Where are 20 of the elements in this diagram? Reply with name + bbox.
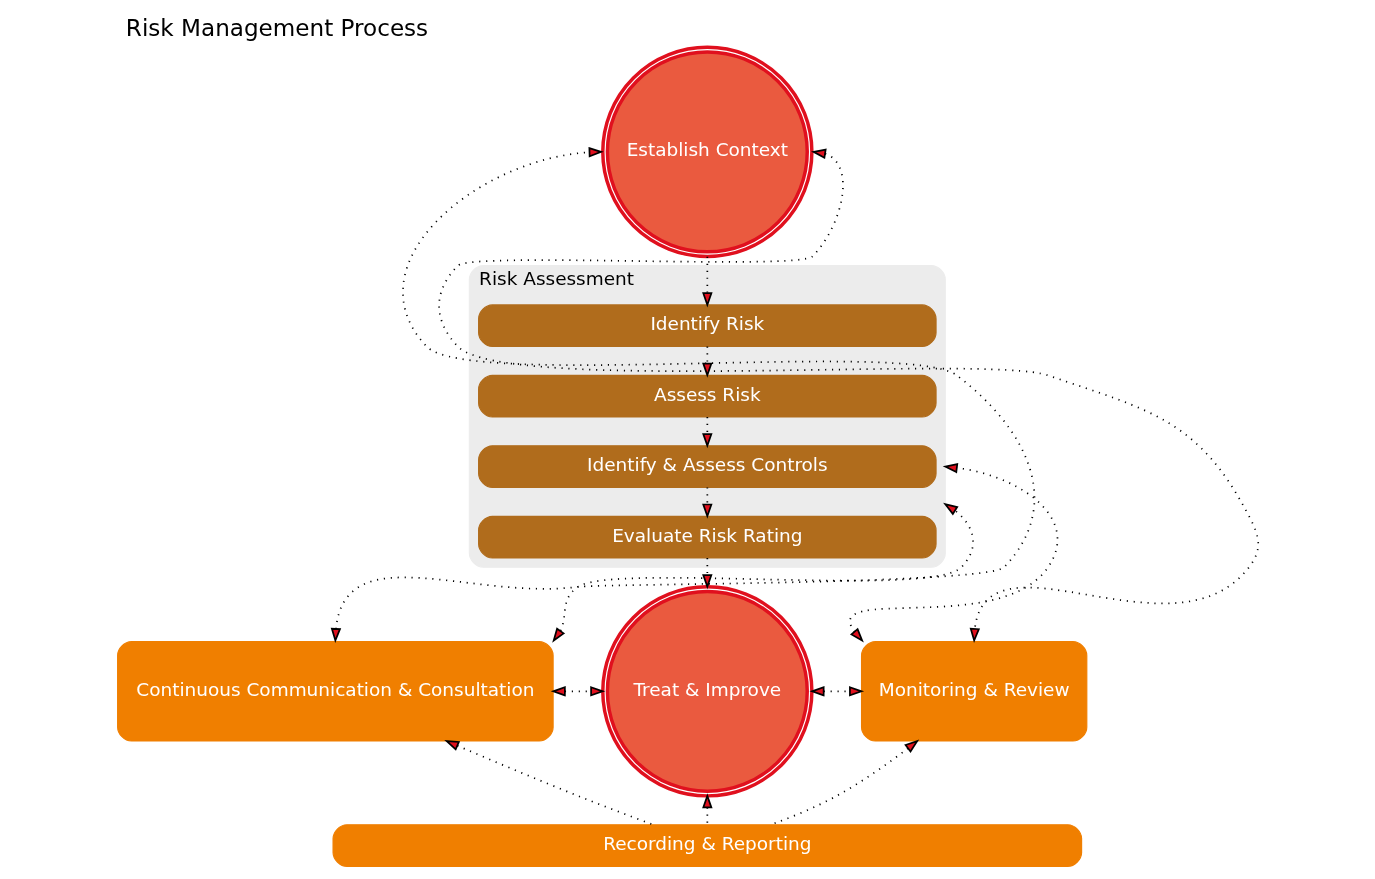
node-box: Identify & Assess Controls <box>477 445 937 488</box>
arrow <box>551 502 974 643</box>
node-box: Recording & Reporting <box>332 824 1082 867</box>
arrow <box>330 147 1035 644</box>
arrow <box>550 686 605 697</box>
arrow <box>848 462 1058 643</box>
node-circle: Establish Context <box>600 45 814 259</box>
arrow <box>701 486 713 519</box>
node-box: Evaluate Risk Rating <box>477 515 937 559</box>
arrow <box>808 686 864 697</box>
node-box: Assess Risk <box>477 374 937 418</box>
diagram-title: Risk Management Process <box>125 14 428 41</box>
node-circle: Treat & Improve <box>600 585 814 798</box>
node-box: Identify Risk <box>477 304 937 348</box>
arrow <box>443 740 654 826</box>
node-box: Monitoring & Review <box>860 641 1087 742</box>
arrow <box>437 148 1259 644</box>
node-box: Continuous Communication & Consultation <box>116 641 554 742</box>
arrow <box>701 255 713 308</box>
arrow <box>701 345 713 378</box>
